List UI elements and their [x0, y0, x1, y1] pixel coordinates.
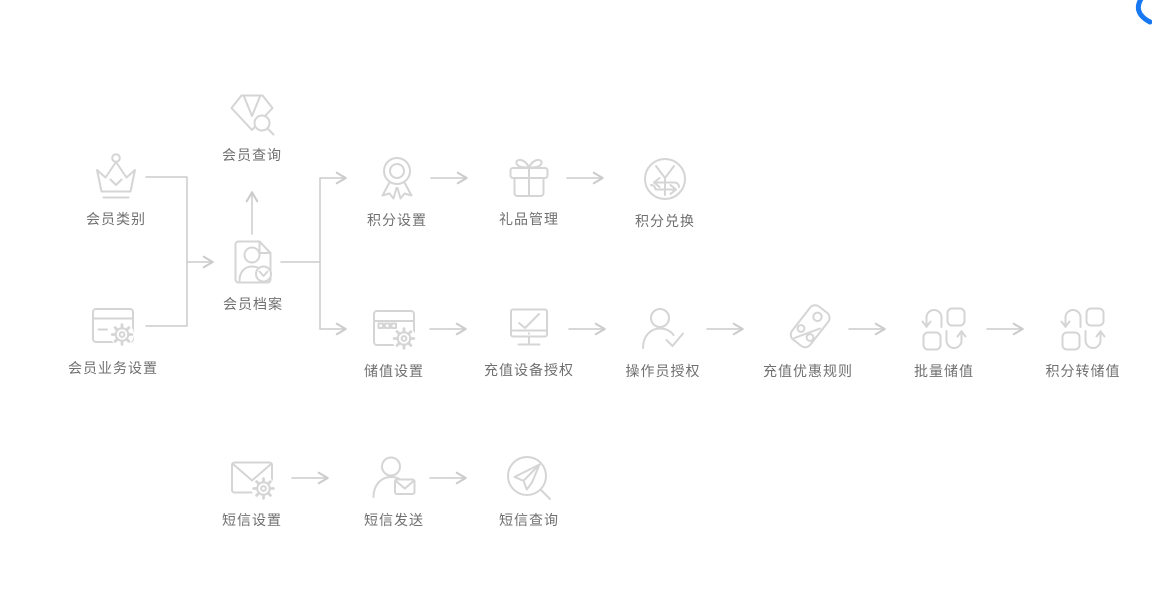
- node-operator-auth[interactable]: 操作员授权: [593, 301, 733, 379]
- node-label: 礼品管理: [499, 211, 559, 227]
- node-points-to-stored-value[interactable]: 积分转储值: [1013, 301, 1152, 379]
- node-recharge-discount-rules[interactable]: 充值优惠规则: [738, 301, 878, 379]
- member-file-icon: [225, 234, 281, 290]
- node-label: 积分转储值: [1045, 363, 1121, 379]
- crown-icon: [88, 149, 144, 205]
- plane-search-icon: [501, 450, 557, 506]
- node-member-category[interactable]: 会员类别: [46, 149, 186, 227]
- currency-exchange-icon: [637, 151, 693, 207]
- node-label: 会员业务设置: [68, 360, 158, 376]
- node-label: 短信设置: [222, 512, 282, 528]
- node-member-query[interactable]: 会员查询: [182, 85, 322, 163]
- edge-profile-branch: [280, 177, 321, 330]
- node-label: 会员类别: [86, 211, 146, 227]
- node-sms-send[interactable]: 短信发送: [324, 450, 464, 528]
- batch-swap-icon: [916, 301, 972, 357]
- card-gear-icon: [85, 298, 141, 354]
- tag-percent-icon: [780, 301, 836, 357]
- monitor-check-icon: [501, 300, 557, 356]
- node-label: 会员查询: [222, 147, 282, 163]
- window-gear-icon: [366, 301, 422, 357]
- node-points-settings[interactable]: 积分设置: [327, 150, 467, 228]
- node-member-business-settings[interactable]: 会员业务设置: [43, 298, 183, 376]
- node-label: 储值设置: [364, 363, 424, 379]
- person-check-icon: [635, 301, 691, 357]
- node-label: 批量储值: [914, 363, 974, 379]
- node-label: 充值设备授权: [484, 362, 574, 378]
- node-points-exchange[interactable]: 积分兑换: [595, 151, 735, 229]
- envelope-gear-icon: [224, 450, 280, 506]
- node-member-profile[interactable]: 会员档案: [183, 234, 323, 312]
- node-recharge-device-auth[interactable]: 充值设备授权: [459, 300, 599, 378]
- edge-merge-left: [145, 176, 188, 327]
- node-label: 短信查询: [499, 512, 559, 528]
- person-envelope-icon: [366, 450, 422, 506]
- node-label: 短信发送: [364, 512, 424, 528]
- node-gift-management[interactable]: 礼品管理: [459, 149, 599, 227]
- node-sms-query[interactable]: 短信查询: [459, 450, 599, 528]
- gem-search-icon: [224, 85, 280, 141]
- batch-swap-icon: [1055, 301, 1111, 357]
- node-label: 充值优惠规则: [763, 363, 853, 379]
- node-label: 操作员授权: [625, 363, 701, 379]
- medal-icon: [369, 150, 425, 206]
- node-batch-stored-value[interactable]: 批量储值: [874, 301, 1014, 379]
- gift-icon: [501, 149, 557, 205]
- node-label: 会员档案: [223, 296, 283, 312]
- corner-brand-arc: [1135, 0, 1152, 25]
- node-stored-value-settings[interactable]: 储值设置: [324, 301, 464, 379]
- node-label: 积分兑换: [635, 213, 695, 229]
- node-sms-settings[interactable]: 短信设置: [182, 450, 322, 528]
- node-label: 积分设置: [367, 212, 427, 228]
